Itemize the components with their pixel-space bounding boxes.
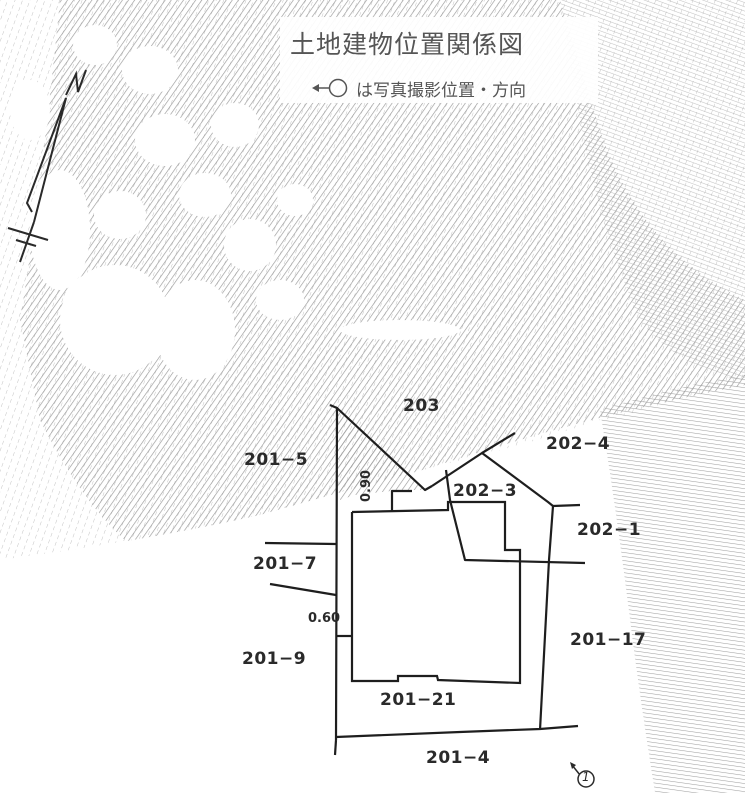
parcel-boundaries [264, 403, 586, 756]
lot-label-201-4: 201−4 [426, 748, 491, 768]
lot-label-202-1: 202−1 [577, 520, 642, 540]
lot-label-201-17: 201−17 [570, 630, 647, 650]
north-arrow-icon [7, 69, 87, 263]
lot-label-201-21: 201−21 [380, 690, 457, 710]
lot-label-201-9: 201−9 [242, 649, 307, 669]
dimension-north-setback: 0.90 [359, 469, 374, 502]
lot-label-201-7: 201−7 [253, 554, 318, 574]
legend-panel: 土地建物位置関係図 は写真撮影位置・方向 [280, 17, 598, 103]
photo-direction-arrow-icon [570, 762, 595, 788]
lot-label-202-4: 202−4 [546, 434, 611, 454]
lot-label-201-5: 201−5 [244, 450, 309, 470]
legend-photo-note: は写真撮影位置・方向 [310, 77, 526, 101]
building-outline [350, 500, 522, 685]
lot-label-202-3: 202−3 [453, 481, 518, 501]
diagram-title: 土地建物位置関係図 [290, 30, 525, 59]
photo-direction-symbol-icon [312, 78, 348, 98]
photo-point-number: 1 [582, 770, 590, 784]
photo-point-1: 1 [566, 760, 602, 790]
lot-label-203: 203 [403, 396, 440, 416]
dimension-west-setback: 0.60 [308, 611, 341, 626]
legend-photo-note-text: は写真撮影位置・方向 [356, 80, 526, 101]
